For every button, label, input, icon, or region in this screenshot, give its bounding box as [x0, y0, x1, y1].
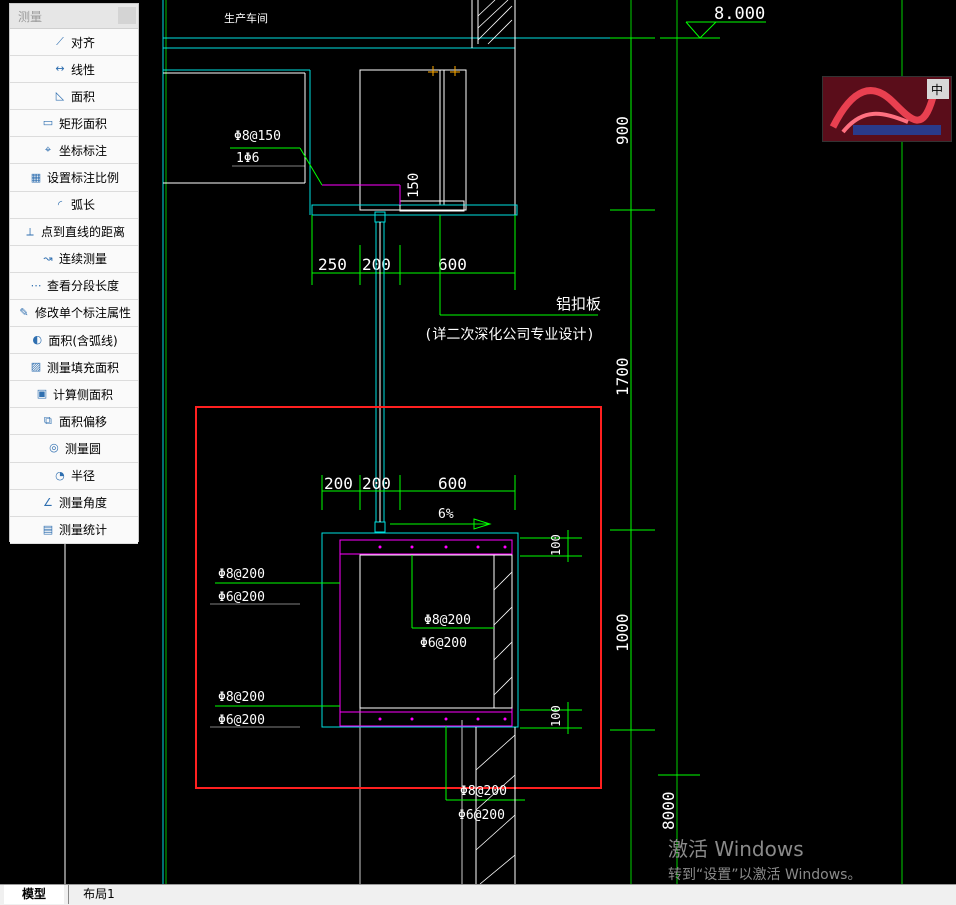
tool-label: 半径: [70, 469, 95, 484]
tool-label: 对齐: [70, 35, 95, 50]
dim-150: 150: [406, 173, 422, 198]
windows-activation-watermark: 激活 Windows 转到“设置”以激活 Windows。: [668, 833, 861, 884]
tool-segment-length[interactable]: ⋯ 查看分段长度: [10, 272, 138, 300]
tool-label: 计算侧面积: [52, 387, 113, 402]
tool-rect-area[interactable]: ▭ 矩形面积: [10, 110, 138, 138]
rebar-label-left-3: Φ8@200: [218, 690, 265, 705]
tool-label: 弧长: [70, 198, 95, 213]
room-label: 生产车间: [224, 11, 268, 25]
watermark-line-2: 转到“设置”以激活 Windows。: [668, 867, 862, 883]
rebar-label-left-2: Φ6@200: [218, 590, 265, 605]
note-detail: (详二次深化公司专业设计): [424, 327, 595, 343]
dim-100-top: 100: [549, 534, 563, 556]
rebar-label-bottom-2: Φ6@200: [458, 808, 505, 823]
arc-area-icon: ◐: [32, 333, 43, 347]
thumbnail-badge: 中: [931, 82, 943, 97]
area-offset-icon: ⧉: [44, 414, 52, 428]
rebar-label-top-2: 1Φ6: [236, 151, 259, 166]
tool-label: 矩形面积: [58, 116, 107, 131]
tool-coordinate[interactable]: ⌖ 坐标标注: [10, 137, 138, 165]
rebar-label-mid-1: Φ8@200: [424, 613, 471, 628]
align-dimension-icon: ⟋: [56, 35, 64, 49]
tool-side-area[interactable]: ▣ 计算侧面积: [10, 381, 138, 409]
dim-100-bottom: 100: [549, 705, 563, 727]
side-area-icon: ▣: [36, 387, 48, 401]
panel-close-button[interactable]: [118, 7, 136, 24]
panel-header[interactable]: 测量: [10, 4, 138, 29]
watermark-line-1: 激活 Windows: [668, 837, 804, 861]
statistics-icon: ▤: [42, 522, 54, 536]
tool-label: 测量角度: [58, 496, 107, 511]
linear-dimension-icon: ↔: [55, 62, 65, 76]
tool-arc-area[interactable]: ◐ 面积(含弧线): [10, 327, 138, 355]
scale-icon: ▦: [30, 170, 42, 184]
rebar-label-bottom-1: Φ8@200: [460, 784, 507, 799]
measure-tool-panel: 测量 ⟋ 对齐 ↔ 线性 ◺ 面积 ▭ 矩形面积 ⌖ 坐标标注 ▦ 设置标注比例 ◜ 弧长 ⟂ 点到直线的距离…: [9, 3, 139, 544]
tab-model[interactable]: 模型: [4, 885, 64, 904]
tool-label: 面积(含弧线): [48, 333, 118, 348]
tool-label: 线性: [70, 62, 95, 77]
dim-600-lower: 600: [438, 474, 467, 493]
tool-label: 面积偏移: [58, 414, 107, 429]
rebar-label-top: Φ8@150: [234, 129, 281, 144]
tool-align-dimension[interactable]: ⟋ 对齐: [10, 29, 138, 57]
layout-tabs: 模型 布局1: [0, 884, 956, 905]
area-icon: ◺: [55, 89, 65, 103]
tool-label: 测量填充面积: [46, 360, 119, 375]
tool-hatch-area[interactable]: ▨ 测量填充面积: [10, 354, 138, 382]
tool-list: ⟋ 对齐 ↔ 线性 ◺ 面积 ▭ 矩形面积 ⌖ 坐标标注 ▦ 设置标注比例 ◜ 弧长 ⟂ 点到直线的距离 ↝ 连续…: [10, 29, 138, 544]
tool-label: 面积: [70, 89, 95, 104]
rebar-label-mid-2: Φ6@200: [420, 636, 467, 651]
dim-1000: 1000: [613, 613, 632, 652]
tool-label: 连续测量: [58, 252, 107, 267]
angle-icon: ∠: [43, 495, 53, 509]
tool-angle[interactable]: ∠ 测量角度: [10, 489, 138, 517]
continuous-measure-icon: ↝: [43, 251, 53, 265]
floating-thumbnail-image[interactable]: 中: [822, 76, 952, 142]
segment-length-icon: ⋯: [30, 278, 42, 292]
note-title: 铝扣板: [556, 295, 601, 313]
radius-icon: ◔: [55, 468, 65, 482]
rebar-label-left-1: Φ8@200: [218, 567, 265, 582]
tab-layout1[interactable]: 布局1: [68, 885, 129, 904]
dim-200-lower-b: 200: [362, 474, 391, 493]
rebar-label-left-4: Φ6@200: [218, 713, 265, 728]
tool-label: 设置标注比例: [46, 171, 119, 186]
tool-radius[interactable]: ◔ 半径: [10, 462, 138, 490]
panel-title: 测量: [18, 10, 43, 24]
tool-label: 查看分段长度: [46, 279, 119, 294]
circle-icon: ◎: [49, 441, 59, 455]
dim-900: 900: [613, 116, 632, 145]
arc-length-icon: ◜: [57, 197, 63, 211]
dim-1700: 1700: [613, 357, 632, 396]
tool-area[interactable]: ◺ 面积: [10, 83, 138, 111]
rect-area-icon: ▭: [42, 116, 54, 130]
tool-label: 测量圆: [64, 441, 101, 456]
edit-dimension-icon: ✎: [19, 305, 29, 319]
slope-label: 6%: [438, 507, 454, 522]
tool-scale[interactable]: ▦ 设置标注比例: [10, 164, 138, 192]
tool-point-line-distance[interactable]: ⟂ 点到直线的距离: [10, 218, 138, 246]
cad-drawing-canvas[interactable]: Φ8@150 1Φ6 生产车间 150 250 200 600 铝扣板 (详二次…: [0, 0, 956, 884]
tool-area-offset[interactable]: ⧉ 面积偏移: [10, 408, 138, 436]
tool-continuous-measure[interactable]: ↝ 连续测量: [10, 245, 138, 273]
tool-label: 点到直线的距离: [40, 225, 125, 240]
tool-label: 测量统计: [58, 523, 107, 538]
elevation-label: 8.000: [714, 4, 765, 24]
tool-label: 坐标标注: [58, 143, 107, 158]
dim-250: 250: [318, 255, 347, 274]
tool-label: 修改单个标注属性: [34, 306, 131, 321]
tool-arc-length[interactable]: ◜ 弧长: [10, 191, 138, 219]
selection-highlight-box: [195, 406, 602, 789]
tool-circle[interactable]: ◎ 测量圆: [10, 435, 138, 463]
hatch-area-icon: ▨: [30, 360, 42, 374]
dim-200-lower-a: 200: [324, 474, 353, 493]
tool-linear-dimension[interactable]: ↔ 线性: [10, 56, 138, 84]
dim-600-upper: 600: [438, 255, 467, 274]
point-line-distance-icon: ⟂: [26, 224, 34, 238]
tool-statistics[interactable]: ▤ 测量统计: [10, 516, 138, 544]
tool-edit-dimension[interactable]: ✎ 修改单个标注属性: [10, 299, 138, 328]
coordinate-icon: ⌖: [44, 143, 52, 157]
dim-8000: 8000: [659, 791, 678, 830]
